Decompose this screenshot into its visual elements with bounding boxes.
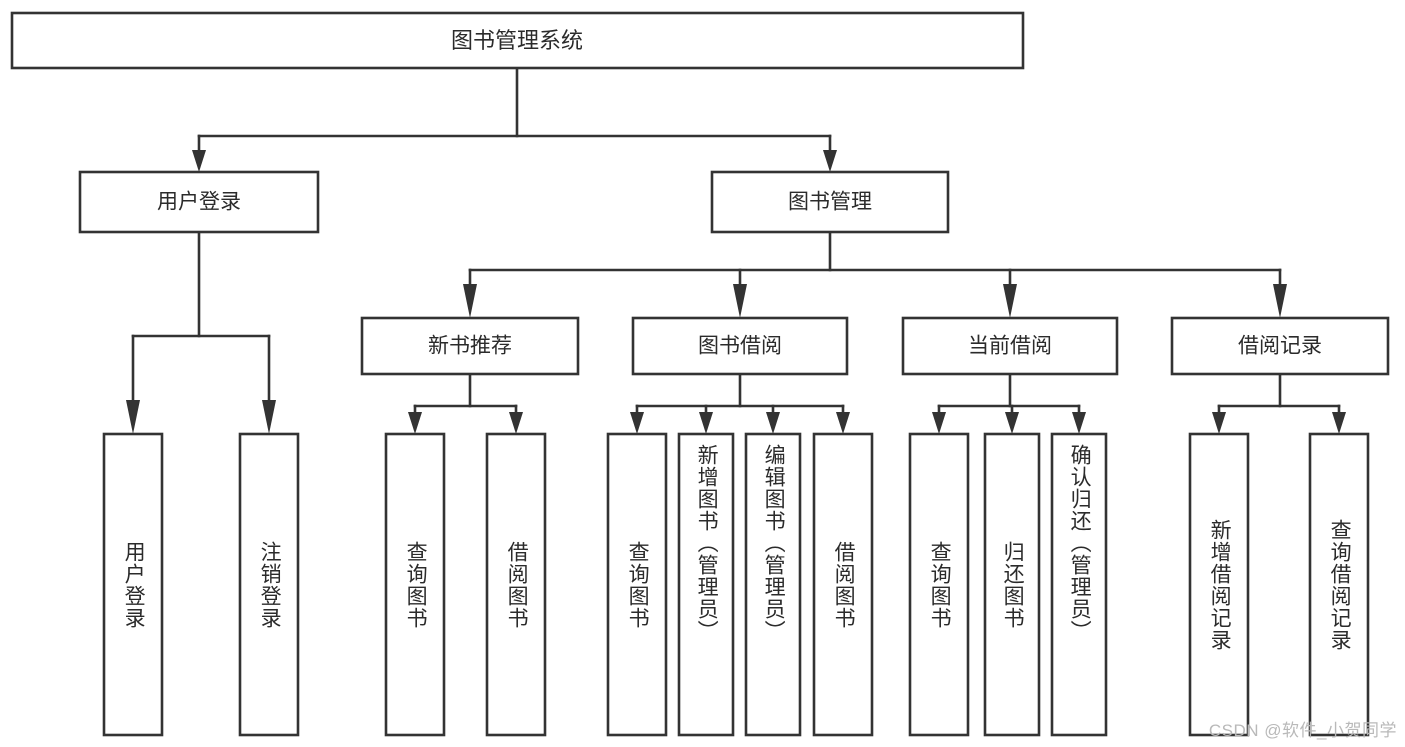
arrow-leaf-return-book [1005, 412, 1019, 434]
node-new-book-rec-rect [360, 316, 580, 376]
leaf-query-book-3-rect[interactable] [908, 432, 970, 737]
leaf-borrow-book-2-rect[interactable] [812, 432, 874, 737]
arrow-to-book-borrow [733, 284, 747, 318]
leaf-logout-rect[interactable] [238, 432, 300, 737]
arrow-to-borrow-record [1273, 284, 1287, 318]
node-book-borrow[interactable]: 图书借阅 [631, 316, 849, 376]
node-root[interactable]: 图书管理系统 [10, 11, 1025, 70]
node-new-book-rec[interactable]: 新书推荐 [360, 316, 580, 376]
edge-group-borrow-record [1212, 372, 1346, 434]
leaf-query-record-rect[interactable] [1308, 432, 1370, 737]
edge-group-new-book-rec [408, 372, 523, 434]
node-root-label: 图书管理系统 [451, 28, 583, 53]
arrow-leaf-query-book-3 [932, 412, 946, 434]
node-book-manage-label: 图书管理 [788, 191, 872, 214]
node-book-manage[interactable]: 图书管理 [710, 170, 950, 234]
leaf-add-record-rect[interactable] [1188, 432, 1250, 737]
node-borrow-record-label: 借阅记录 [1238, 335, 1322, 358]
node-book-manage-rect [710, 170, 950, 234]
arrow-leaf-logout [262, 400, 276, 434]
node-borrow-record[interactable]: 借阅记录 [1170, 316, 1390, 376]
leaf-query-book-2-rect[interactable] [606, 432, 668, 737]
arrow-leaf-user-login [126, 400, 140, 434]
node-borrow-record-rect [1170, 316, 1390, 376]
node-root-rect [10, 11, 1025, 70]
arrow-leaf-edit-book [766, 412, 780, 434]
node-user-login-label: 用户登录 [157, 191, 241, 214]
node-user-login[interactable]: 用户登录 [78, 170, 320, 234]
leaf-confirm-return-rect[interactable] [1050, 432, 1108, 737]
leaf-borrow-book-1-rect[interactable] [485, 432, 547, 737]
arrow-to-current-borrow [1003, 284, 1017, 318]
arrow-leaf-add-book [699, 412, 713, 434]
leaf-return-book-rect[interactable] [983, 432, 1041, 737]
edge-group-user-login [126, 230, 276, 434]
edge-group-book-manage [463, 230, 1287, 318]
arrow-leaf-borrow-book-2 [836, 412, 850, 434]
node-book-borrow-rect [631, 316, 849, 376]
arrow-to-user-login [192, 150, 206, 172]
arrow-to-book-manage [823, 150, 837, 172]
node-book-borrow-label: 图书借阅 [698, 335, 782, 358]
leaf-add-book-rect[interactable] [677, 432, 735, 737]
edge-group-book-borrow [630, 372, 850, 434]
arrow-leaf-confirm-return [1072, 412, 1086, 434]
node-current-borrow-rect [901, 316, 1119, 376]
leaf-edit-book-rect[interactable] [744, 432, 802, 737]
edge-group-root [192, 66, 837, 172]
leaf-rects [102, 432, 1370, 737]
node-new-book-rec-label: 新书推荐 [428, 335, 512, 358]
arrow-leaf-add-record [1212, 412, 1226, 434]
node-current-borrow-label: 当前借阅 [968, 335, 1052, 358]
arrow-leaf-query-record [1332, 412, 1346, 434]
node-user-login-rect [78, 170, 320, 234]
node-current-borrow[interactable]: 当前借阅 [901, 316, 1119, 376]
leaf-user-login-rect[interactable] [102, 432, 164, 737]
arrow-leaf-query-book-2 [630, 412, 644, 434]
csdn-watermark: CSDN @软件_小贺同学 [1208, 721, 1397, 740]
arrow-leaf-query-book-1 [408, 412, 422, 434]
leaf-query-book-1-rect[interactable] [384, 432, 446, 737]
arrow-to-new-book-rec [463, 284, 477, 318]
edge-group-current-borrow [932, 372, 1086, 434]
arrow-leaf-borrow-book-1 [509, 412, 523, 434]
